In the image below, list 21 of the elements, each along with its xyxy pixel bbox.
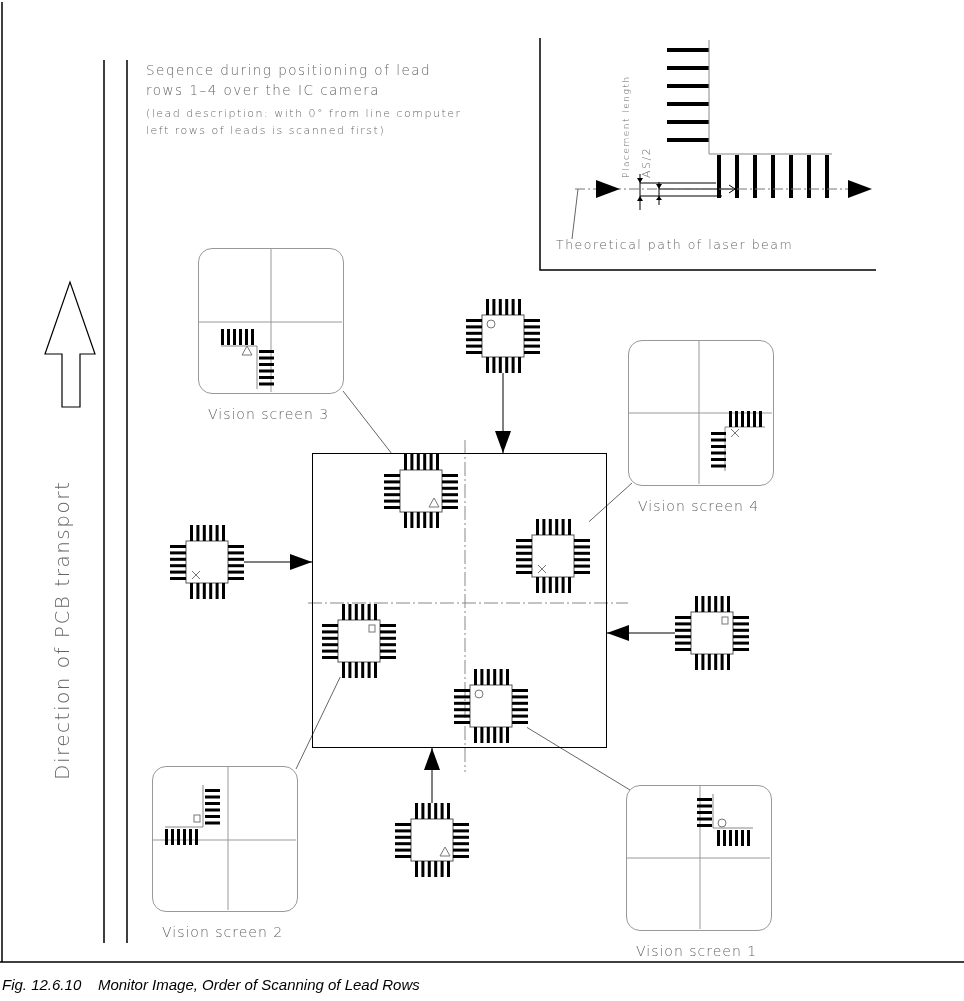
leader-line xyxy=(295,676,341,770)
note-text: Seqence during positioning of lead rows 1–4 over the IC camera xyxy=(146,61,433,101)
laser-beam-drawing xyxy=(574,180,872,198)
figure-caption: Fig. 12.6.10 Monitor Image, Order of Scanning of Lead Rows xyxy=(2,976,420,993)
arrow xyxy=(606,625,676,641)
leader-line xyxy=(342,390,392,454)
screen-label: Vision screen 1 xyxy=(636,943,758,959)
leader-line xyxy=(588,482,633,523)
arrow xyxy=(243,554,313,570)
note-text: (lead description: with 0° from line computer left rows of leads is scanned first) xyxy=(146,106,463,139)
camera-field-box xyxy=(312,453,607,748)
screen-label: Vision screen 2 xyxy=(162,924,284,940)
dimension-label: AS/2 xyxy=(640,146,654,178)
leader-line xyxy=(571,188,579,240)
arrow xyxy=(424,747,440,804)
arrow xyxy=(495,372,511,454)
direction-label: Direction of PCB transport xyxy=(51,480,73,780)
leader-line xyxy=(526,726,631,791)
screen-label: Vision screen 4 xyxy=(638,498,760,514)
leader-text: Theoretical path of laser beam xyxy=(556,237,806,252)
screen-label: Vision screen 3 xyxy=(208,406,330,422)
